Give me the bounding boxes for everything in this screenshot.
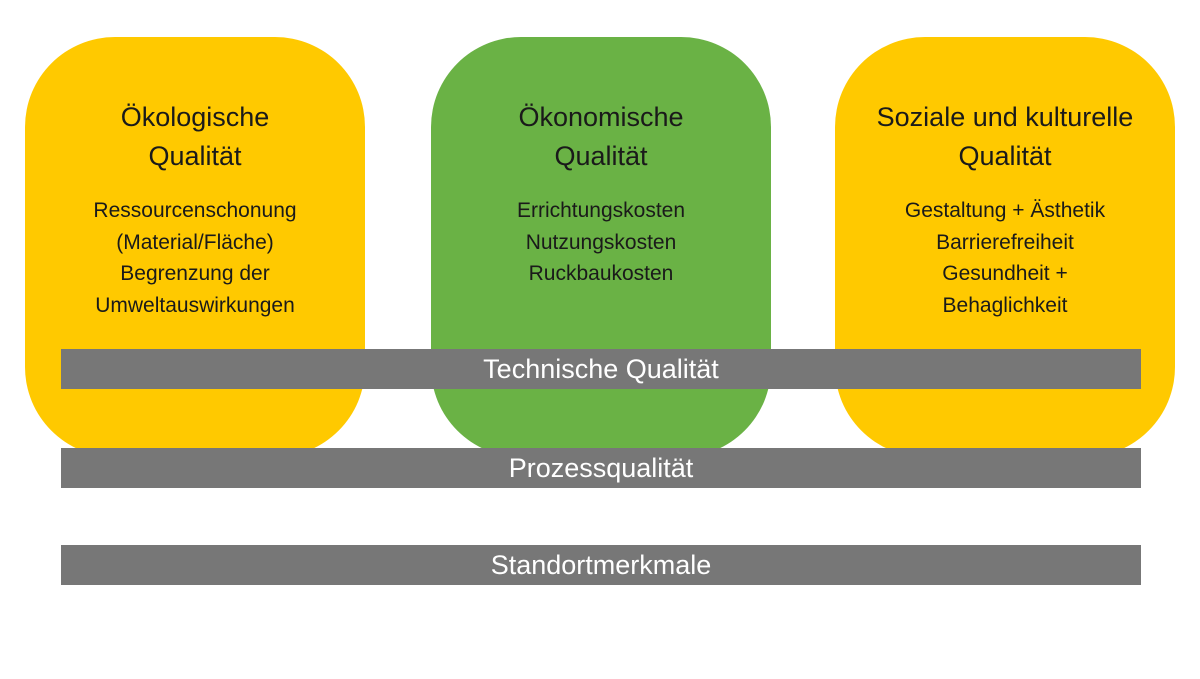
pillar-ecological-title-line1: Ökologische [120,102,270,132]
pillar-ecological-item: Umweltauswirkungen [95,293,295,317]
bar-technical-quality: Technische Qualität [61,349,1141,389]
pillar-ecological-item: Ressourcenschonung [93,199,297,222]
pillar-ecological-title-line2: Qualität [148,141,242,171]
pillar-economic-title-line2: Qualität [554,141,648,171]
pillar-social-cultural-quality: Soziale und kulturelle Qualität Gestaltu… [835,37,1175,457]
pillar-social-title: Soziale und kulturelle Qualität [835,98,1175,176]
pillar-ecological-item: Begrenzung der [120,262,270,285]
pillar-economic-item: Nutzungskosten [525,230,677,254]
pillar-economic-quality: Ökonomische Qualität Errichtungskosten N… [431,37,771,457]
pillar-social-title-line2: Qualität [958,141,1052,171]
pillar-ecological-title: Ökologische Qualität [25,98,365,176]
pillar-ecological-item: (Material/Fläche) [116,230,274,254]
pillar-ecological-items: Ressourcenschonung (Material/Fläche) Beg… [25,195,365,321]
pillar-economic-item: Ruckbaukosten [528,262,674,285]
pillar-social-items: Gestaltung + Ästhetik Barrierefreiheit G… [835,195,1175,321]
pillar-social-item: Gestaltung + Ästhetik [904,199,1106,222]
pillar-social-item: Barrierefreiheit [936,230,1074,254]
pillar-economic-title-line1: Ökonomische [518,102,684,132]
pillar-economic-item: Errichtungskosten [516,199,686,222]
pillar-social-title-line1: Soziale und kulturelle [876,102,1134,132]
pillar-social-item: Behaglichkeit [942,293,1068,317]
pillar-social-item: Gesundheit + [942,262,1068,285]
pillar-economic-items: Errichtungskosten Nutzungskosten Ruckbau… [431,195,771,290]
bar-location-features: Standortmerkmale [61,545,1141,585]
pillar-ecological-quality: Ökologische Qualität Ressourcenschonung … [25,37,365,457]
bar-process-quality: Prozessqualität [61,448,1141,488]
pillar-economic-title: Ökonomische Qualität [431,98,771,176]
